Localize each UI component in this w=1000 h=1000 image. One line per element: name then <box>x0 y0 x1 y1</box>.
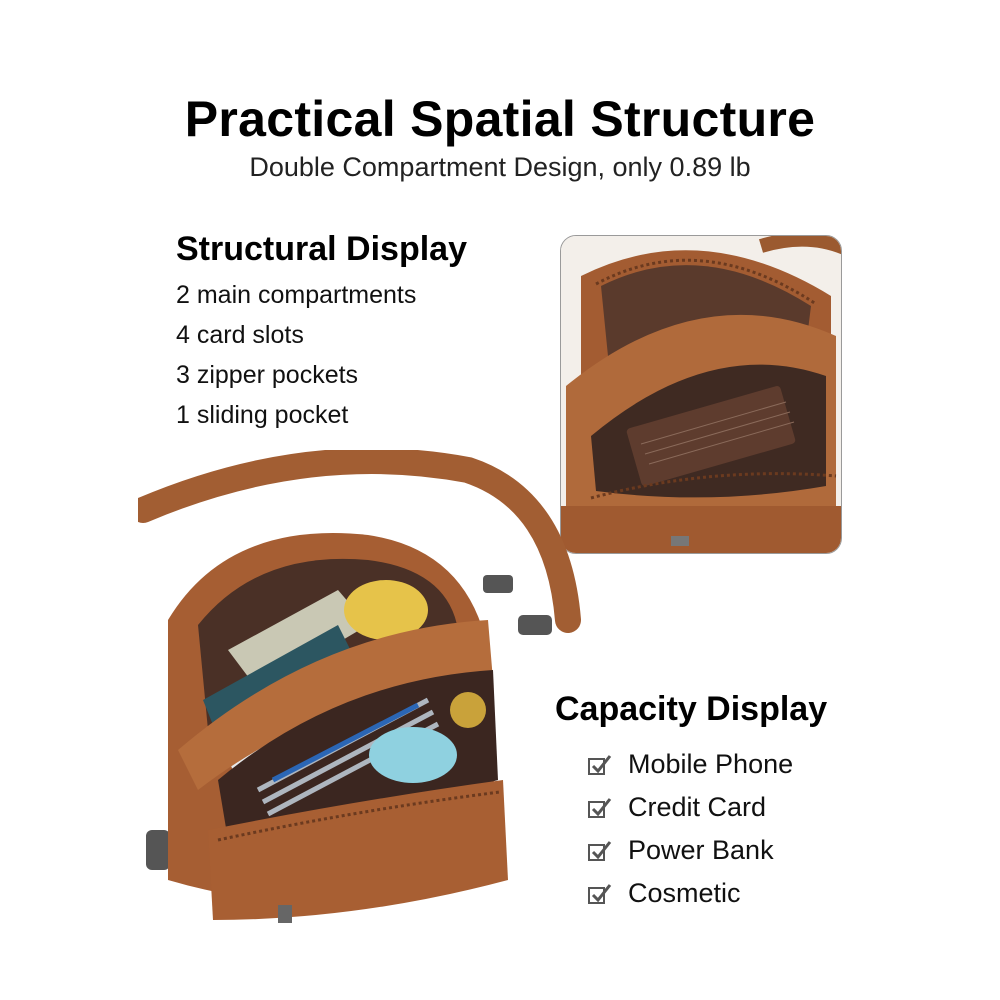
structural-display-title: Structural Display <box>176 230 467 268</box>
checkmark-icon <box>588 754 612 775</box>
capacity-item: Credit Card <box>588 786 793 829</box>
capacity-display-title: Capacity Display <box>555 690 828 728</box>
capacity-item-label: Power Bank <box>628 835 774 865</box>
checkmark-icon <box>588 797 612 818</box>
capacity-item: Power Bank <box>588 829 793 872</box>
structural-item: 3 zipper pockets <box>176 361 359 389</box>
bag-capacity-illustration <box>130 448 581 923</box>
page-title: Practical Spatial Structure <box>184 91 816 147</box>
bag-capacity-photo <box>130 448 588 940</box>
capacity-item-label: Cosmetic <box>628 878 741 908</box>
checkmark-icon <box>588 883 612 904</box>
capacity-item: Cosmetic <box>588 872 793 915</box>
bag-interior-photo <box>560 235 842 554</box>
page-subtitle: Double Compartment Design, only 0.89 lb <box>249 152 751 182</box>
structural-item: 4 card slots <box>176 321 304 349</box>
structural-list: 2 main compartments 4 card slots 3 zippe… <box>176 280 416 440</box>
structural-item: 2 main compartments <box>176 281 417 309</box>
structural-item: 1 sliding pocket <box>176 401 349 429</box>
capacity-item: Mobile Phone <box>588 743 793 786</box>
capacity-item-label: Mobile Phone <box>628 749 794 779</box>
capacity-list: Mobile Phone Credit Card Power Bank Cosm… <box>588 743 793 915</box>
bag-interior-illustration <box>561 236 841 553</box>
checkmark-icon <box>588 840 612 861</box>
capacity-item-label: Credit Card <box>628 792 767 822</box>
